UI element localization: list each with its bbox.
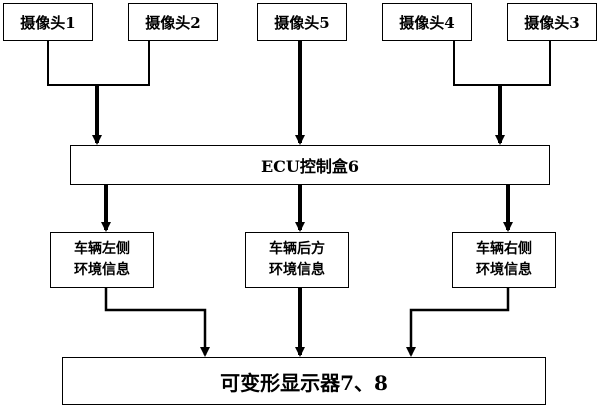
deformable-display-box: 可变形显示器7、8 (62, 357, 546, 405)
arrow-right-info-to-display (406, 288, 510, 357)
rear-env-info-line2: 环境信息 (269, 262, 325, 278)
arrow-left-info-to-display (104, 288, 210, 357)
ecu-label: ECU控制盒6 (260, 157, 360, 176)
left-env-info-box: 车辆左侧 环境信息 (50, 232, 154, 288)
camera-2-label: 摄像头2 (145, 13, 201, 32)
connector-camera3 (500, 41, 551, 86)
camera-5-label: 摄像头5 (274, 13, 330, 32)
camera-3-box: 摄像头3 (507, 3, 597, 41)
display-label: 可变形显示器7、8 (220, 370, 388, 395)
camera-4-label: 摄像头4 (399, 13, 455, 32)
right-env-info-box: 车辆右侧 环境信息 (452, 232, 556, 288)
ecu-control-box: ECU控制盒6 (70, 145, 550, 185)
camera-1-label: 摄像头1 (20, 13, 76, 32)
right-env-info-line1: 车辆右侧 (476, 241, 532, 257)
left-env-info-line2: 环境信息 (74, 262, 130, 278)
right-env-info-line2: 环境信息 (476, 262, 532, 278)
camera-1-box: 摄像头1 (3, 3, 93, 41)
rear-env-info-box: 车辆后方 环境信息 (245, 232, 349, 288)
camera-5-box: 摄像头5 (257, 3, 347, 41)
camera-3-label: 摄像头3 (524, 13, 580, 32)
connector-camera4 (453, 41, 500, 86)
connector-camera2 (97, 41, 150, 86)
rear-env-info-line1: 车辆后方 (269, 241, 325, 257)
left-env-info-line1: 车辆左侧 (74, 241, 130, 257)
camera-4-box: 摄像头4 (382, 3, 472, 41)
connector-camera1 (47, 41, 97, 86)
camera-2-box: 摄像头2 (128, 3, 218, 41)
